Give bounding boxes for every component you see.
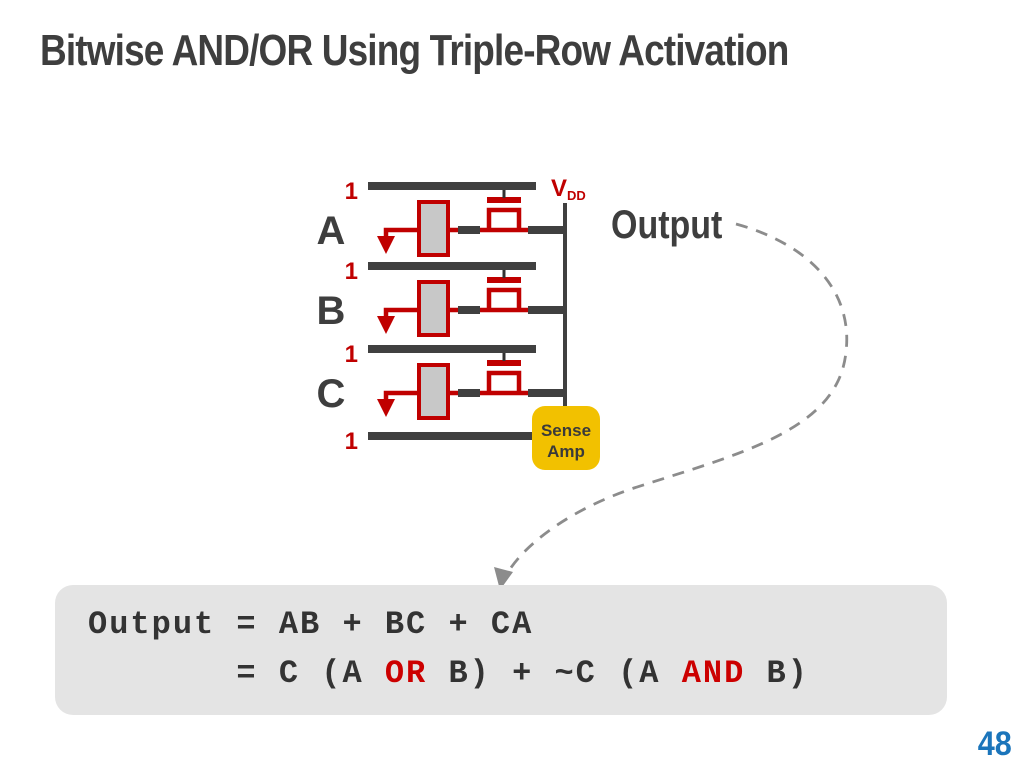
- row-label: B: [317, 289, 346, 333]
- page-title: Bitwise AND/OR Using Triple-Row Activati…: [40, 26, 789, 75]
- gate-stem: [502, 270, 506, 278]
- gate-stem: [502, 190, 506, 198]
- transistor-channel: [486, 370, 522, 393]
- transistor-gate: [487, 277, 521, 283]
- bitline: [563, 203, 567, 409]
- formula-or-keyword: OR: [384, 655, 428, 692]
- sense-amp-box: [532, 406, 600, 470]
- dram-row-b: 1 B: [317, 258, 566, 337]
- discharge-wire: [383, 227, 420, 238]
- formula-line2-mid: B) + ~C (A: [427, 655, 682, 692]
- formula-line2: = C (A OR B) + ~C (A AND B): [88, 649, 947, 698]
- row-label: A: [317, 209, 346, 253]
- left-contact: [458, 306, 480, 314]
- formula-and-keyword: AND: [681, 655, 746, 692]
- pointer-arrowhead-icon: [494, 567, 513, 590]
- wordline-value: 1: [345, 428, 358, 455]
- wordline-bar: [368, 432, 534, 440]
- vdd-subscript: DD: [567, 188, 586, 203]
- wordline-value: 1: [345, 178, 358, 205]
- wordline-bar: [368, 262, 536, 270]
- vdd-base: V: [551, 175, 567, 202]
- discharge-arrow-icon: [377, 236, 395, 254]
- formula-line2-suffix: B): [745, 655, 809, 692]
- wordline-value: 1: [345, 258, 358, 285]
- discharge-arrow-icon: [377, 399, 395, 417]
- dram-row-a: 1 A: [317, 178, 566, 257]
- right-contact: [528, 389, 566, 397]
- cell-capacitor: [417, 363, 450, 420]
- formula-box: Output = AB + BC + CA = C (A OR B) + ~C …: [55, 585, 947, 715]
- formula-line1: Output = AB + BC + CA: [88, 606, 534, 643]
- right-contact: [528, 226, 566, 234]
- transistor-gate: [487, 197, 521, 203]
- page-number: 48: [977, 725, 1012, 763]
- vdd-label: VDD: [551, 175, 586, 203]
- cell-capacitor: [417, 280, 450, 337]
- sense-amp-label-line2: Amp: [547, 442, 585, 461]
- transistor-channel: [486, 287, 522, 310]
- cell-capacitor: [417, 200, 450, 257]
- formula-line2-prefix: = C (A: [88, 655, 385, 692]
- left-contact: [458, 226, 480, 234]
- dram-row-c: 1 C: [317, 341, 566, 420]
- left-contact: [458, 389, 480, 397]
- sense-amp: Sense Amp: [532, 406, 600, 470]
- right-contact: [528, 306, 566, 314]
- sense-amp-label-line1: Sense: [541, 421, 591, 440]
- output-pointer-curve: [503, 222, 849, 578]
- wordline-bar: [368, 345, 536, 353]
- output-label: Output: [611, 201, 722, 246]
- wordline-bar: [368, 182, 536, 190]
- discharge-wire: [383, 390, 420, 401]
- transistor-channel: [486, 207, 522, 230]
- row-label: C: [317, 372, 346, 416]
- wordline-value: 1: [345, 341, 358, 368]
- gate-stem: [502, 353, 506, 361]
- discharge-arrow-icon: [377, 316, 395, 334]
- discharge-wire: [383, 307, 420, 318]
- transistor-gate: [487, 360, 521, 366]
- bottom-wordline: 1: [345, 428, 534, 455]
